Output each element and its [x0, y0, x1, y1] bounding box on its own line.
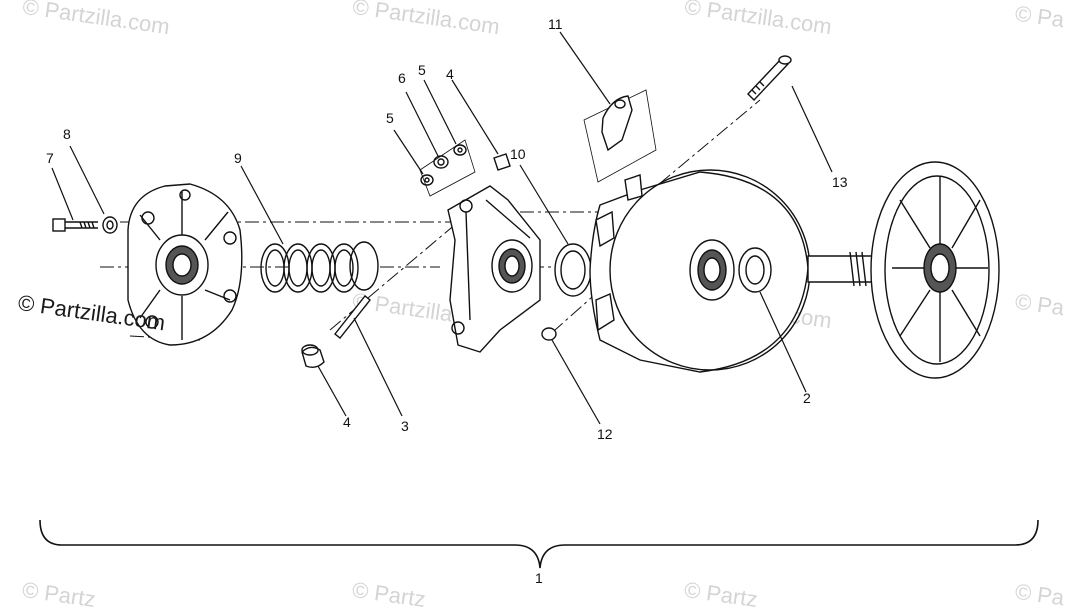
hardware-bracket-outline	[419, 139, 476, 197]
callout-10: 10	[510, 146, 526, 162]
callout-5-lower: 5	[386, 110, 394, 126]
callout-13: 13	[832, 174, 848, 190]
spider	[447, 185, 541, 353]
callout-8: 8	[63, 126, 71, 142]
part-2-bushing	[738, 247, 772, 293]
callout-6: 6	[398, 70, 406, 86]
part-8-washer	[102, 216, 118, 234]
part-5-washer-upper	[453, 144, 467, 156]
part-10-bushing	[554, 243, 592, 297]
part-3-pin	[334, 295, 371, 339]
part-12-button	[541, 327, 557, 341]
part-7-bolt	[52, 218, 98, 232]
part-6-nut	[433, 155, 449, 169]
callout-9: 9	[234, 150, 242, 166]
callout-5-upper: 5	[418, 62, 426, 78]
part-4-roller	[301, 344, 325, 369]
assembly-bracket	[39, 519, 1039, 569]
callout-11: 11	[548, 16, 563, 32]
callout-7: 7	[46, 150, 54, 166]
callout-12: 12	[597, 426, 613, 442]
callout-4-lower: 4	[343, 414, 351, 430]
movable-sheave	[589, 169, 811, 373]
callout-1: 1	[535, 570, 543, 586]
cover-cap	[127, 183, 243, 346]
fixed-sheave	[807, 161, 1000, 379]
part-4-roller-upper	[493, 153, 511, 171]
part-13-bolt	[747, 55, 792, 102]
callout-2: 2	[803, 390, 811, 406]
callout-3: 3	[401, 418, 409, 434]
callout-4-upper: 4	[446, 66, 454, 82]
part-11-bracket	[583, 89, 657, 183]
leader-lines	[51, 31, 833, 425]
part-9-spring	[260, 241, 379, 293]
part-5-washer-lower	[420, 174, 434, 186]
